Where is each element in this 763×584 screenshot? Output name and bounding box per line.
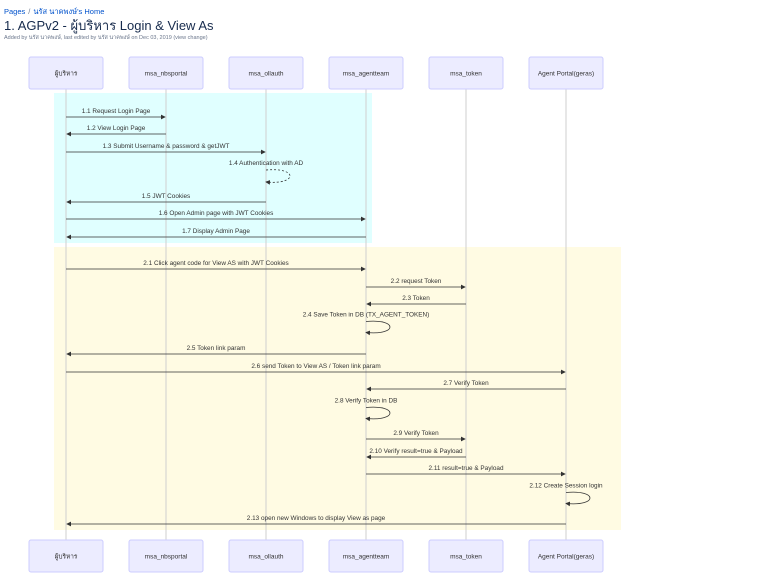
actor-label-bottom-3: msa_agentteam <box>343 554 390 561</box>
sequence-section-1 <box>54 93 372 243</box>
message-label-19: 2.12 Create Session login <box>529 483 603 490</box>
message-label-7: 1.7 Display Admin Page <box>182 228 250 235</box>
message-label-8: 2.1 Click agent code for View AS with JW… <box>143 260 288 267</box>
actor-box-bottom-5 <box>528 539 604 573</box>
message-2: 1.2 View Login Page <box>66 125 166 137</box>
actor-label-bottom-5: Agent Portal(geras) <box>538 554 594 561</box>
message-4: 1.4 Authentication with AD <box>229 160 304 185</box>
actor-box-top-0 <box>28 56 104 90</box>
breadcrumb-home-link[interactable]: นรัส นาคพงษ์'s Home <box>33 7 105 16</box>
breadcrumb-pages-link[interactable]: Pages <box>4 7 26 16</box>
message-label-18: 2.11 result=true & Payload <box>428 465 503 472</box>
message-16: 2.9 Verify Token <box>366 430 466 442</box>
message-12: 2.5 Token link param <box>66 345 366 357</box>
message-11: 2.4 Save Token in DB (TX_AGENT_TOKEN) <box>303 312 430 336</box>
actor-box-bottom-4 <box>428 539 504 573</box>
message-label-11: 2.4 Save Token in DB (TX_AGENT_TOKEN) <box>303 312 430 319</box>
page-byline: Added by นรัส นาคพงษ์, last edited by นร… <box>4 34 208 42</box>
actor-box-top-3 <box>328 56 404 90</box>
message-label-5: 1.5 JWT Cookies <box>142 193 191 200</box>
message-label-16: 2.9 Verify Token <box>393 430 439 437</box>
actor-label-top-1: msa_nbsportal <box>145 71 188 78</box>
actor-box-top-4 <box>428 56 504 90</box>
message-label-2: 1.2 View Login Page <box>87 125 146 132</box>
actor-label-bottom-0: ผู้บริหาร <box>55 553 78 561</box>
page-title: 1. AGPv2 - ผู้บริหาร Login & View As <box>4 18 214 33</box>
view-change-link[interactable]: (view change) <box>173 35 208 41</box>
sequence-section-2 <box>54 247 621 530</box>
breadcrumb: Pages/นรัส นาคพงษ์'s Home <box>4 6 104 18</box>
message-13: 2.6 send Token to View AS / Token link p… <box>66 363 566 375</box>
message-7: 1.7 Display Admin Page <box>66 228 366 240</box>
message-label-9: 2.2 request Token <box>391 278 442 285</box>
actor-box-bottom-1 <box>128 539 204 573</box>
actor-label-top-5: Agent Portal(geras) <box>538 71 594 78</box>
message-arrow-11 <box>365 320 391 336</box>
actor-label-bottom-2: msa_ollauth <box>248 554 283 561</box>
message-20: 2.13 open new Windows to display View as… <box>66 515 566 527</box>
message-label-4: 1.4 Authentication with AD <box>229 160 304 167</box>
message-label-1: 1.1 Request Login Page <box>82 108 151 115</box>
message-arrow-15 <box>365 406 391 422</box>
message-label-17: 2.10 Verify result=true & Payload <box>369 448 463 455</box>
message-6: 1.6 Open Admin page with JWT Cookies <box>66 210 366 222</box>
message-label-12: 2.5 Token link param <box>187 345 246 352</box>
message-arrow-4 <box>265 169 291 185</box>
message-3: 1.3 Submit Username & password & getJWT <box>66 143 266 155</box>
message-arrow-19 <box>565 491 591 507</box>
message-label-10: 2.3 Token <box>402 295 430 302</box>
actor-box-top-2 <box>228 56 304 90</box>
actor-label-bottom-1: msa_nbsportal <box>145 554 188 561</box>
message-15: 2.8 Verify Token in DB <box>335 398 398 422</box>
actor-box-top-5 <box>528 56 604 90</box>
message-label-20: 2.13 open new Windows to display View as… <box>247 515 386 522</box>
actor-label-top-0: ผู้บริหาร <box>55 70 78 78</box>
message-8: 2.1 Click agent code for View AS with JW… <box>66 260 366 272</box>
message-label-13: 2.6 send Token to View AS / Token link p… <box>251 363 380 370</box>
actor-label-top-4: msa_token <box>450 71 482 78</box>
actor-box-bottom-2 <box>228 539 304 573</box>
actor-box-top-1 <box>128 56 204 90</box>
actor-label-top-3: msa_agentteam <box>343 71 390 78</box>
message-5: 1.5 JWT Cookies <box>66 193 266 205</box>
breadcrumb-separator: / <box>28 7 31 16</box>
message-9: 2.2 request Token <box>366 278 466 290</box>
actor-box-bottom-0 <box>28 539 104 573</box>
message-10: 2.3 Token <box>366 295 466 307</box>
message-label-15: 2.8 Verify Token in DB <box>335 398 398 405</box>
message-19: 2.12 Create Session login <box>529 483 603 507</box>
message-label-14: 2.7 Verify Token <box>443 380 489 387</box>
message-1: 1.1 Request Login Page <box>66 108 166 120</box>
actor-label-bottom-4: msa_token <box>450 554 482 561</box>
message-18: 2.11 result=true & Payload <box>366 465 566 477</box>
byline-text: Added by นรัส นาคพงษ์, last edited by นร… <box>4 35 172 41</box>
actor-label-top-2: msa_ollauth <box>248 71 283 78</box>
actor-box-bottom-3 <box>328 539 404 573</box>
message-14: 2.7 Verify Token <box>366 380 566 392</box>
message-label-3: 1.3 Submit Username & password & getJWT <box>103 143 230 150</box>
message-17: 2.10 Verify result=true & Payload <box>366 448 466 460</box>
message-label-6: 1.6 Open Admin page with JWT Cookies <box>159 210 274 217</box>
